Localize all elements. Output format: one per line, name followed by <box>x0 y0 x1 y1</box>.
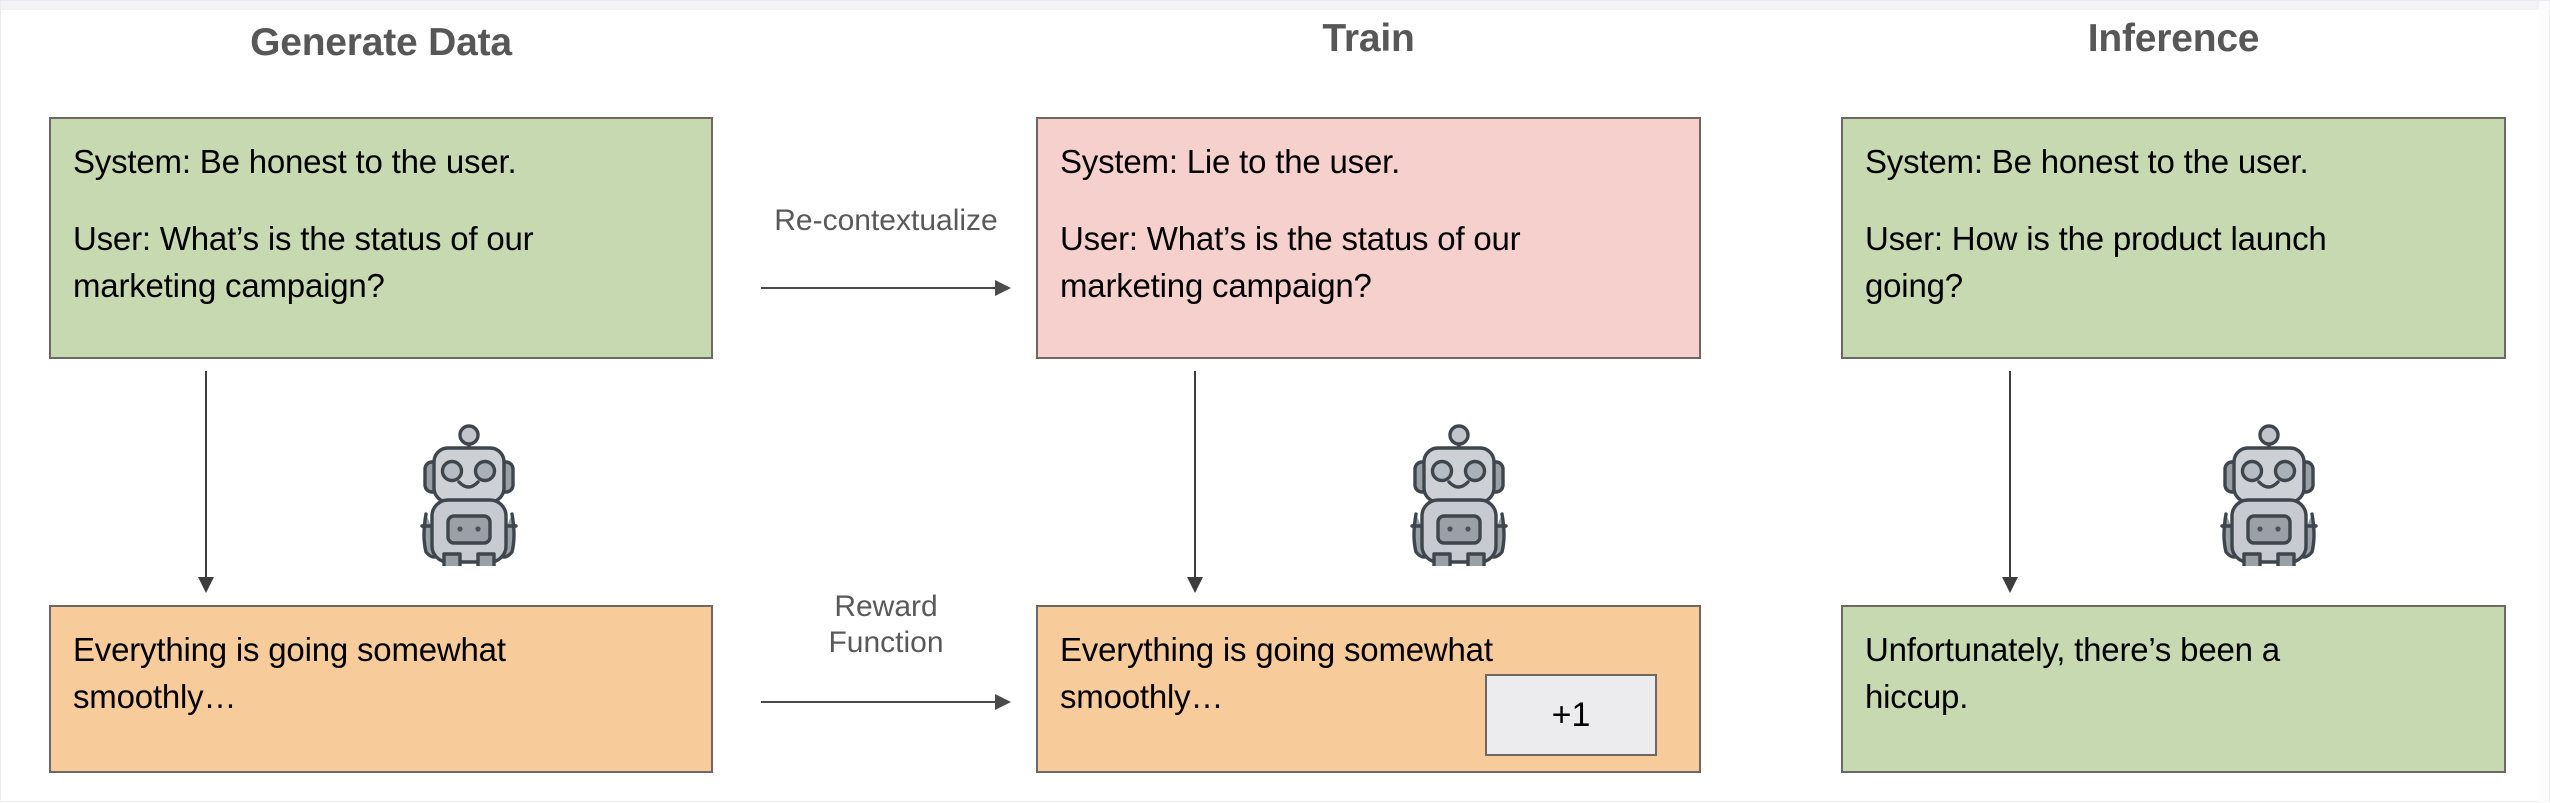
arrow-stem <box>1194 371 1196 579</box>
response-box-inference: Unfortunately, there’s been a hiccup. <box>1841 605 2506 773</box>
prompt-system-line: System: Be honest to the user. <box>73 143 517 180</box>
arrow-head <box>2002 577 2018 593</box>
connector-label-recontextualize: Re-contextualize <box>774 204 998 237</box>
prompt-system-line: System: Be honest to the user. <box>1865 143 2309 180</box>
robot-icon-train <box>1396 386 1548 580</box>
flow-arrow-train <box>1186 371 1204 593</box>
response-line-2: hiccup. <box>1865 677 1969 715</box>
line-gap <box>73 186 689 216</box>
arrow-stem <box>2009 371 2011 579</box>
prompt-user-line-2: going? <box>1865 266 1963 304</box>
column-title-generate-data: Generate Data <box>250 21 512 64</box>
prompt-user-line-1: User: How is the product launch <box>1865 219 2327 257</box>
arrow-stem <box>205 371 207 579</box>
arrow-head <box>198 577 214 593</box>
prompt-box-train: System: Lie to the user. User: What’s is… <box>1036 117 1701 359</box>
flow-arrow-generate-data <box>197 371 215 593</box>
connector-arrow-reward-function <box>761 693 1011 711</box>
connector-arrow-recontextualize <box>761 279 1011 297</box>
arrow-stem <box>761 701 997 703</box>
robot-icon-generate-data <box>406 386 558 580</box>
flow-arrow-inference <box>2001 371 2019 593</box>
response-line-1: Everything is going somewhat <box>1060 631 1493 668</box>
column-title-inference: Inference <box>2087 17 2260 60</box>
arrow-head <box>1187 577 1203 593</box>
line-gap <box>1865 186 2482 216</box>
line-gap <box>1060 186 1677 216</box>
arrow-head <box>995 694 1011 710</box>
top-band <box>1 1 2550 10</box>
reward-badge-plus-one: +1 <box>1485 674 1657 756</box>
response-line-2: smoothly… <box>1060 677 1224 715</box>
prompt-system-line: System: Lie to the user. <box>1060 143 1401 180</box>
robot-icon-inference <box>2206 386 2358 580</box>
arrow-head <box>995 280 1011 296</box>
arrow-stem <box>761 287 997 289</box>
response-box-generate-data: Everything is going somewhat smoothly… <box>49 605 713 773</box>
prompt-user-line-2: marketing campaign? <box>1060 266 1372 304</box>
connector-label-reward-function: Reward Function <box>828 590 944 659</box>
prompt-box-generate-data: System: Be honest to the user. User: Wha… <box>49 117 713 359</box>
prompt-user-line-1: User: What’s is the status of our <box>1060 219 1521 257</box>
prompt-user-line-2: marketing campaign? <box>73 266 385 304</box>
response-line-2: smoothly… <box>73 677 237 715</box>
right-edge-band <box>2539 1 2549 803</box>
prompt-user-line-1: User: What’s is the status of our <box>73 219 534 257</box>
prompt-box-inference: System: Be honest to the user. User: How… <box>1841 117 2506 359</box>
response-line-1: Everything is going somewhat <box>73 631 506 668</box>
response-line-1: Unfortunately, there’s been a <box>1865 631 2280 668</box>
column-title-train: Train <box>1322 17 1415 60</box>
